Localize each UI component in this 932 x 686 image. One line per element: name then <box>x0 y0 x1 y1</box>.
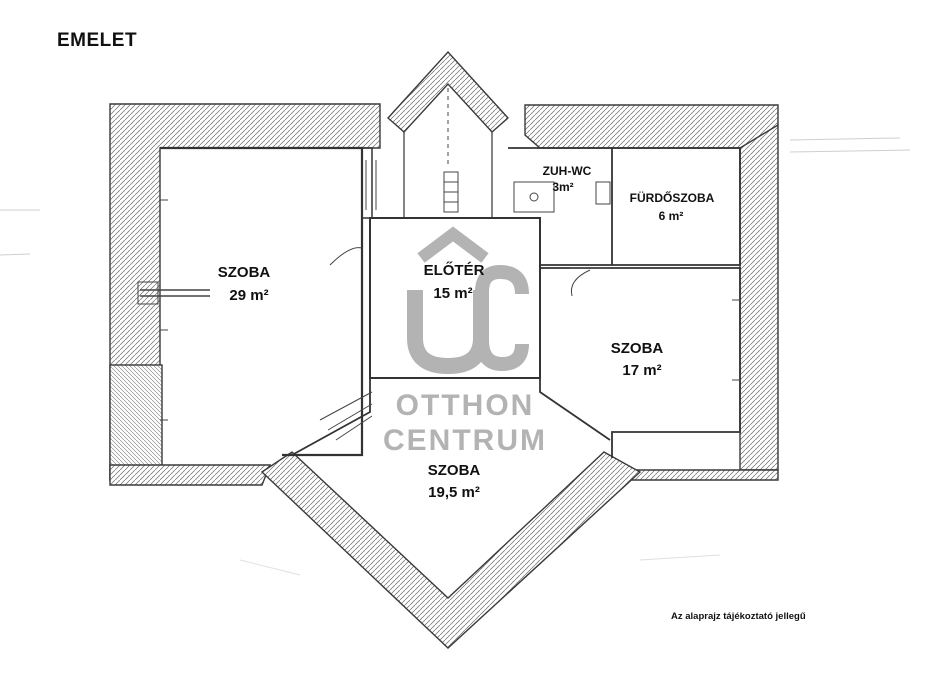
room-label-szoba-bottom: SZOBA <box>427 462 481 479</box>
room-area-szoba-bottom: 19,5 m² <box>428 484 480 501</box>
room-area-szoba-right: 17 m² <box>622 362 662 379</box>
room-area-zuh-wc: 3m² <box>552 180 574 194</box>
room-area-szoba-left: 29 m² <box>229 287 269 304</box>
room-label-szoba-right: SZOBA <box>610 340 664 357</box>
room-label-szoba-left: SZOBA <box>217 264 271 281</box>
disclaimer-note: Az alaprajz tájékoztató jellegű <box>671 611 806 622</box>
room-label-eloter: ELŐTÉR <box>423 262 485 279</box>
room-label-furdoszoba: FÜRDŐSZOBA <box>629 191 715 205</box>
fixtures <box>137 88 740 441</box>
room-label-zuh-wc: ZUH-WC <box>542 164 592 178</box>
interior-walls <box>160 132 741 458</box>
watermark-logo <box>407 226 529 375</box>
floor-title: EMELET <box>57 30 138 51</box>
room-area-furdoszoba: 6 m² <box>658 209 684 223</box>
room-area-eloter: 15 m² <box>433 285 473 302</box>
watermark-line2: CENTRUM <box>383 424 547 457</box>
scan-artifacts <box>0 137 911 576</box>
watermark-logo-text: OC <box>462 236 468 237</box>
outer-walls <box>109 50 779 649</box>
watermark-line1: OTTHON <box>395 389 535 422</box>
